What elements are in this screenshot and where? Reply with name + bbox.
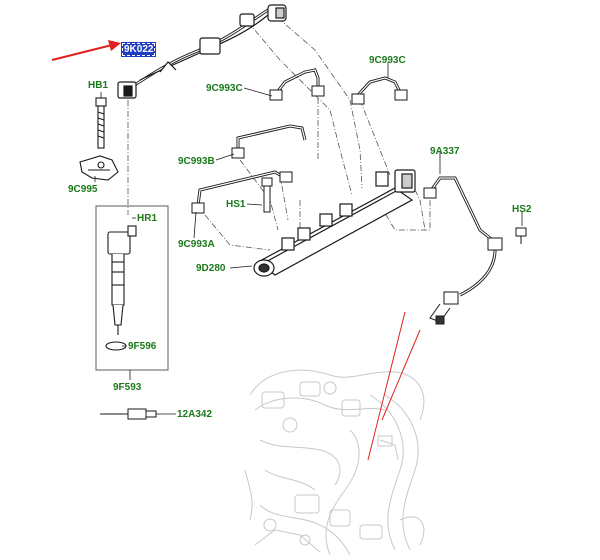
label-9c993c-right[interactable]: 9C993C [369, 55, 406, 66]
label-9f593[interactable]: 9F593 [113, 382, 142, 393]
label-selected-part[interactable]: 9K022 [120, 42, 157, 57]
label-leaders [94, 62, 523, 415]
clamp-9c995 [79, 155, 119, 181]
injector-harness [117, 4, 287, 99]
fuel-rail [253, 169, 416, 277]
label-9c993c-left[interactable]: 9C993C [206, 83, 243, 94]
label-hr1[interactable]: HR1 [137, 213, 158, 224]
label-9c993a[interactable]: 9C993A [178, 239, 215, 250]
fuel-pipes [196, 68, 497, 297]
pointer-line-2 [381, 329, 421, 421]
label-9a337[interactable]: 9A337 [430, 146, 460, 157]
bolt-hs2 [515, 227, 527, 244]
injector [105, 225, 137, 351]
label-12a342[interactable]: 12A342 [177, 409, 213, 420]
pipe-nuts [191, 85, 503, 325]
label-hb1[interactable]: HB1 [88, 80, 109, 91]
red-arrow-icon [51, 40, 121, 61]
label-9c995[interactable]: 9C995 [68, 184, 98, 195]
bolt-hs1 [261, 177, 273, 213]
injector-kit-box [95, 205, 169, 371]
label-9f596[interactable]: 9F596 [128, 341, 157, 352]
label-9c993b[interactable]: 9C993B [178, 156, 215, 167]
label-hs1[interactable]: HS1 [226, 199, 246, 210]
bolt-hb1 [95, 97, 107, 149]
pointer-line-1 [367, 311, 406, 461]
glow-plug [100, 408, 157, 420]
label-9d280[interactable]: 9D280 [196, 263, 226, 274]
engine-ghost [244, 369, 425, 556]
label-hs2[interactable]: HS2 [512, 204, 532, 215]
